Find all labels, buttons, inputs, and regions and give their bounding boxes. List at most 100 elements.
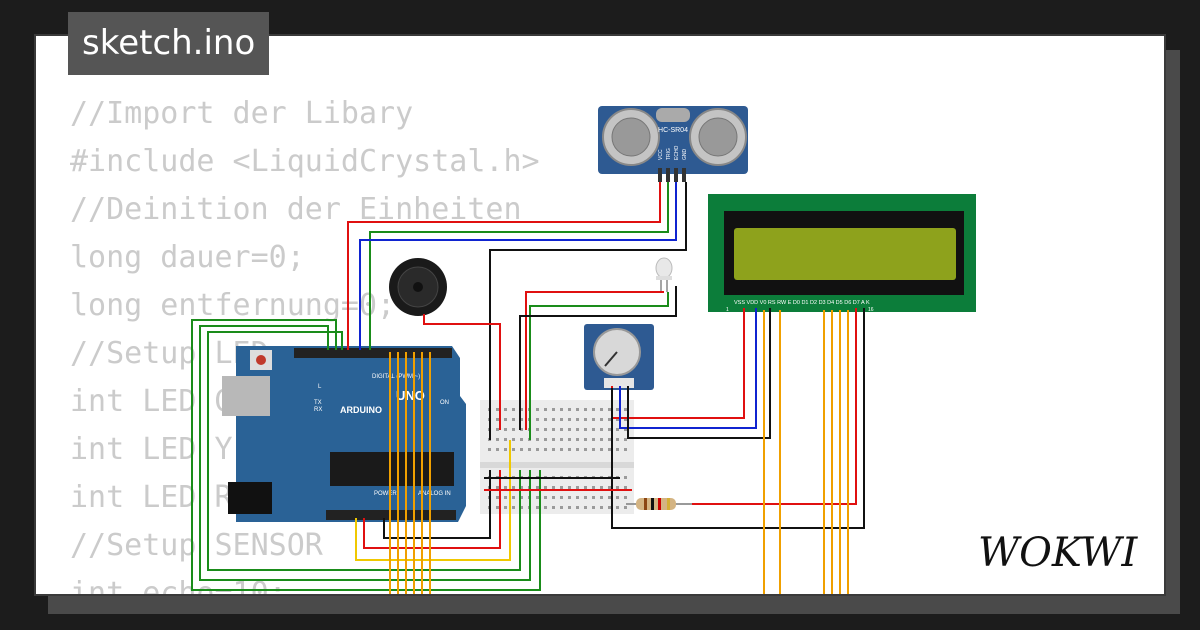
orange-wires <box>389 310 849 594</box>
breadboard-hole <box>576 506 579 509</box>
breadboard-hole <box>512 428 515 431</box>
breadboard-hole <box>568 496 571 499</box>
lcd-pin-labels: VSS VDD V0 RS RW E D0 D1 D2 D3 D4 D5 D6 … <box>734 300 870 306</box>
breadboard-hole <box>600 506 603 509</box>
breadboard-hole <box>576 438 579 441</box>
breadboard-hole <box>576 428 579 431</box>
breadboard-hole <box>592 408 595 411</box>
breadboard-hole <box>624 476 627 479</box>
breadboard-hole <box>592 486 595 489</box>
breadboard-hole <box>624 506 627 509</box>
breadboard-hole <box>560 438 563 441</box>
breadboard-hole <box>576 448 579 451</box>
breadboard-hole <box>560 448 563 451</box>
breadboard-hole <box>560 428 563 431</box>
ultrasonic-sensor[interactable]: HC-SR04 VCC TRIG ECHO GND <box>598 106 748 182</box>
breadboard[interactable] <box>480 400 634 514</box>
breadboard-hole <box>496 486 499 489</box>
breadboard-hole <box>616 496 619 499</box>
breadboard-hole <box>600 448 603 451</box>
breadboard-hole <box>504 438 507 441</box>
breadboard-hole <box>536 496 539 499</box>
breadboard-hole <box>584 448 587 451</box>
file-tab[interactable]: sketch.ino <box>68 12 270 75</box>
breadboard-hole <box>496 428 499 431</box>
breadboard-hole <box>544 506 547 509</box>
rx-label: RX <box>314 407 322 413</box>
arduino-model: UNO <box>396 388 425 403</box>
digital-label: DIGITAL (PWM ~) <box>372 374 420 380</box>
lcd-display[interactable]: VSS VDD V0 RS RW E D0 D1 D2 D3 D4 D5 D6 … <box>708 194 976 313</box>
breadboard-hole <box>616 486 619 489</box>
l-label: L <box>318 384 322 390</box>
breadboard-hole <box>608 496 611 499</box>
breadboard-hole <box>488 448 491 451</box>
breadboard-hole <box>520 428 523 431</box>
breadboard-hole <box>600 486 603 489</box>
breadboard-hole <box>560 486 563 489</box>
breadboard-hole <box>616 506 619 509</box>
code-line: long dauer=0; <box>70 240 305 275</box>
breadboard-hole <box>624 448 627 451</box>
breadboard-hole <box>608 486 611 489</box>
breadboard-hole <box>624 408 627 411</box>
pin-echo-label: ECHO <box>674 145 680 160</box>
breadboard-hole <box>560 506 563 509</box>
breadboard-hole <box>576 486 579 489</box>
tx-label: TX <box>314 400 322 406</box>
breadboard-hole <box>544 438 547 441</box>
breadboard-hole <box>576 408 579 411</box>
breadboard-hole <box>608 428 611 431</box>
buzzer[interactable] <box>389 258 447 316</box>
breadboard-hole <box>584 428 587 431</box>
power-label: POWER <box>374 491 397 497</box>
breadboard-hole <box>512 408 515 411</box>
wires <box>191 182 865 591</box>
breadboard-hole <box>544 408 547 411</box>
breadboard-hole <box>624 428 627 431</box>
potentiometer[interactable] <box>584 324 654 390</box>
breadboard-hole <box>608 448 611 451</box>
breadboard-hole <box>504 418 507 421</box>
breadboard-hole <box>568 428 571 431</box>
breadboard-hole <box>536 408 539 411</box>
breadboard-hole <box>520 448 523 451</box>
breadboard-hole <box>512 506 515 509</box>
breadboard-hole <box>560 496 563 499</box>
resistor[interactable] <box>626 498 692 510</box>
pin-trig-label: TRIG <box>666 148 672 160</box>
breadboard-hole <box>584 408 587 411</box>
breadboard-hole <box>552 496 555 499</box>
breadboard-hole <box>512 448 515 451</box>
breadboard-hole <box>616 428 619 431</box>
breadboard-hole <box>496 448 499 451</box>
breadboard-hole <box>568 438 571 441</box>
arduino-brand: ARDUINO <box>340 405 382 415</box>
breadboard-hole <box>592 448 595 451</box>
wokwi-logo: WOKWI <box>978 530 1138 574</box>
breadboard-hole <box>520 418 523 421</box>
wokwi-logo-text: WOKWI <box>978 530 1138 574</box>
breadboard-hole <box>552 486 555 489</box>
led[interactable] <box>655 257 673 292</box>
breadboard-hole <box>600 428 603 431</box>
breadboard-hole <box>504 486 507 489</box>
code-line: //Setup LED <box>70 336 269 371</box>
code-line: #include <LiquidCrystal.h> <box>70 144 540 179</box>
breadboard-hole <box>608 438 611 441</box>
breadboard-hole <box>504 448 507 451</box>
lcd-pin-last: 16 <box>868 307 874 313</box>
breadboard-hole <box>600 438 603 441</box>
breadboard-hole <box>584 486 587 489</box>
breadboard-hole <box>568 448 571 451</box>
breadboard-hole <box>560 418 563 421</box>
breadboard-hole <box>544 418 547 421</box>
breadboard-hole <box>616 438 619 441</box>
breadboard-hole <box>552 418 555 421</box>
code-line: long entfernung=0; <box>70 288 396 323</box>
breadboard-hole <box>496 506 499 509</box>
breadboard-hole <box>600 408 603 411</box>
breadboard-hole <box>520 438 523 441</box>
breadboard-hole <box>520 496 523 499</box>
code-background: //Import der Libary#include <LiquidCryst… <box>70 90 540 594</box>
